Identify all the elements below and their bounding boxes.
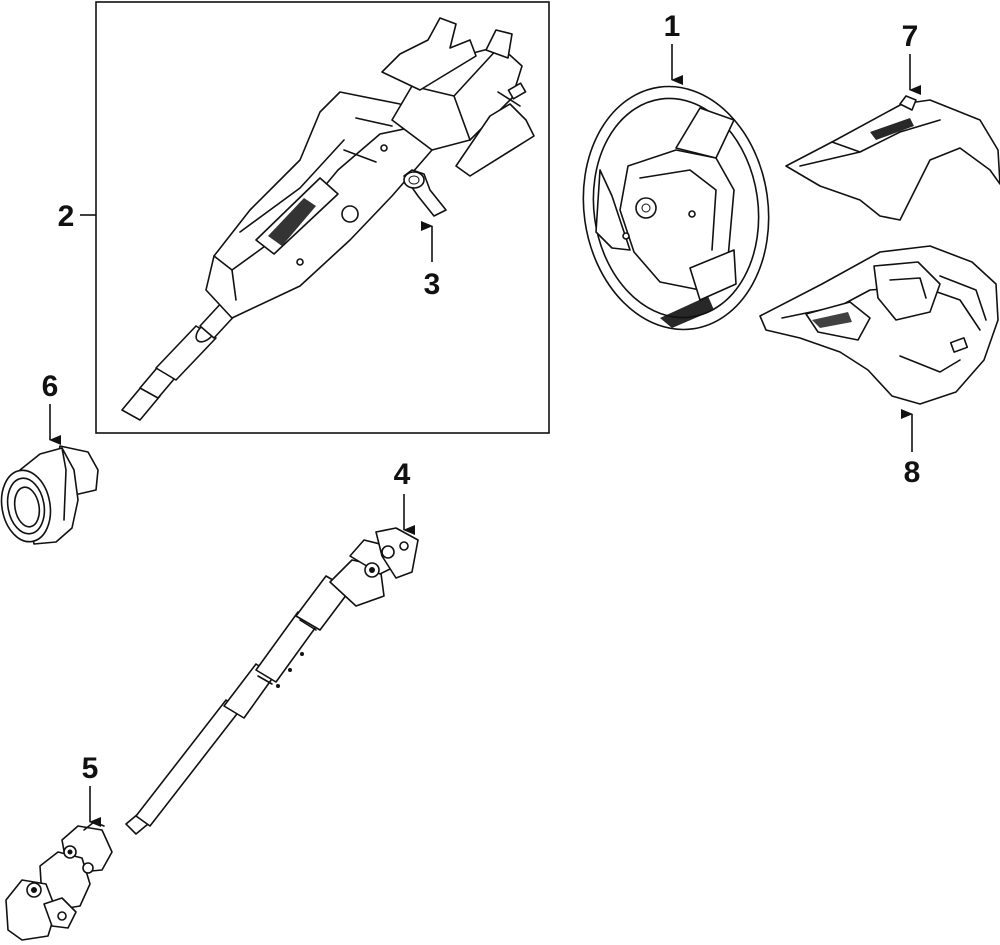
assembly-box	[95, 1, 550, 434]
lock-lever-icon	[403, 169, 447, 217]
lower-column-cover-icon	[759, 245, 999, 405]
steering-wheel-icon	[582, 85, 770, 331]
callout-1: 1	[664, 10, 681, 43]
intermediate-shaft-icon	[125, 527, 419, 835]
callout-6: 6	[42, 370, 59, 403]
steering-column-assembly-icon	[121, 17, 535, 421]
callout-3: 3	[424, 268, 441, 301]
callout-7: 7	[902, 20, 919, 53]
upper-column-cover-icon	[785, 95, 1000, 221]
universal-joint-icon	[5, 821, 113, 941]
callout-2: 2	[58, 200, 75, 233]
callout-5: 5	[82, 752, 99, 785]
column-bushing-icon	[0, 445, 99, 545]
callout-8: 8	[904, 456, 921, 489]
callout-4: 4	[394, 458, 411, 491]
